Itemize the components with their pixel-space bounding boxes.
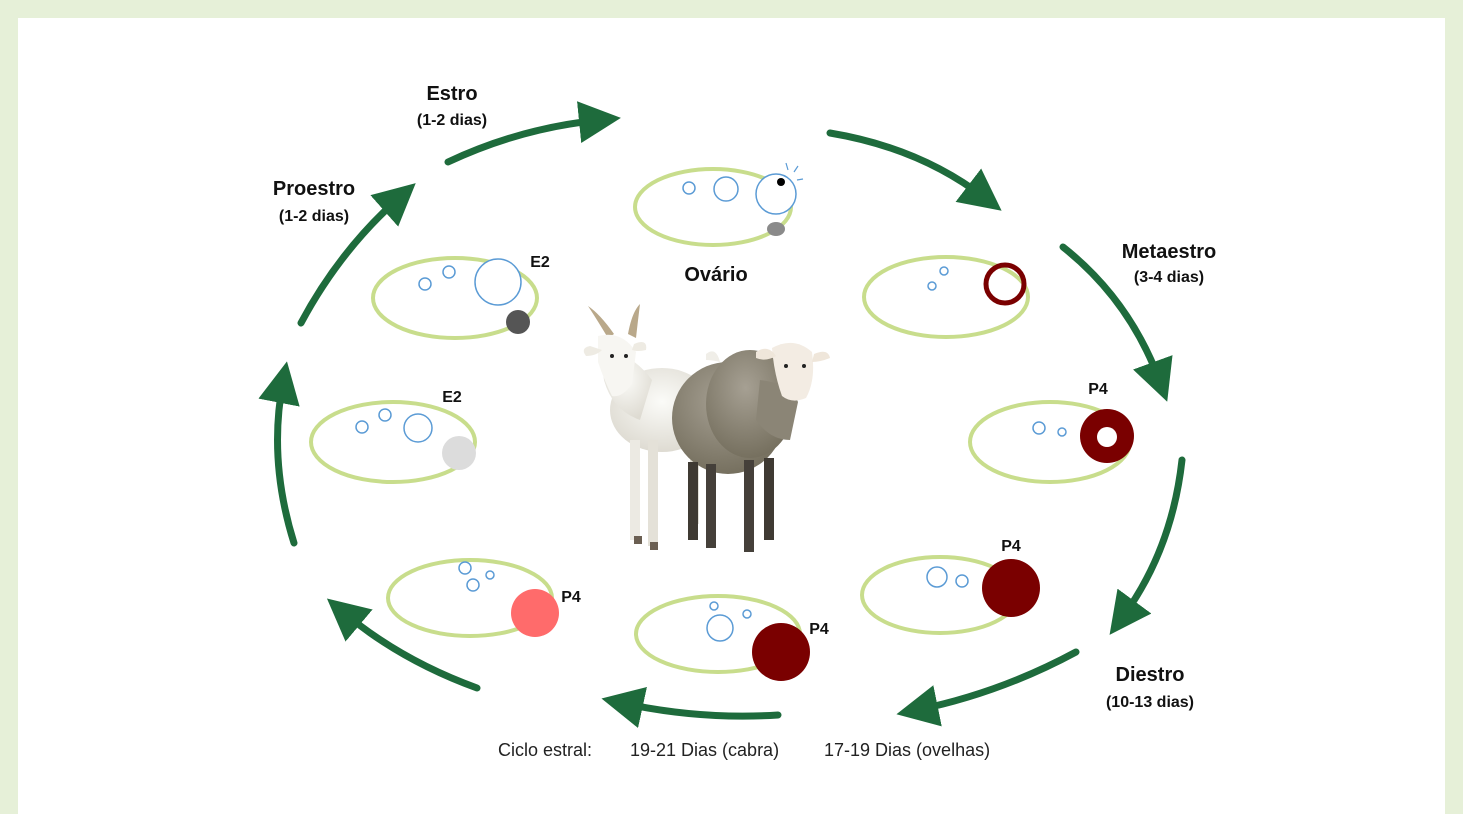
stage-estro-name: Estro bbox=[426, 83, 477, 105]
ovary-right-low bbox=[862, 557, 1040, 633]
stage-diestro-days: (10-13 dias) bbox=[1106, 694, 1194, 711]
footer-label: Ciclo estral: bbox=[498, 740, 592, 760]
ovary-metaestro bbox=[864, 257, 1028, 337]
arrow-to-metaestro bbox=[830, 133, 985, 198]
hormone-p4-left: P4 bbox=[561, 589, 581, 606]
hormone-p4-right-low: P4 bbox=[1001, 538, 1021, 555]
center-label-ovario: Ovário bbox=[684, 264, 747, 286]
hormone-e2-lower: E2 bbox=[442, 389, 462, 406]
ovary-bottom bbox=[636, 596, 810, 681]
ovary-luteolysis bbox=[388, 560, 559, 637]
stage-diestro-name: Diestro bbox=[1116, 664, 1185, 686]
arrow-diestro-2 bbox=[917, 652, 1076, 710]
ovary-left-e2 bbox=[311, 402, 476, 482]
ovary-proestro bbox=[373, 258, 537, 338]
footer-goat-days: 19-21 Dias (cabra) bbox=[630, 740, 779, 760]
stage-estro-days: (1-2 dias) bbox=[417, 112, 487, 129]
stage-proestro-name: Proestro bbox=[273, 178, 355, 200]
stage-metaestro-days: (3-4 dias) bbox=[1134, 269, 1204, 286]
stage-metaestro-name: Metaestro bbox=[1122, 241, 1216, 263]
hormone-p4-right-mid: P4 bbox=[1088, 381, 1108, 398]
arrow-bottom bbox=[622, 703, 778, 716]
arrow-left bbox=[278, 382, 294, 543]
arrow-diestro-1 bbox=[1122, 460, 1182, 618]
footer-sheep-days: 17-19 Dias (ovelhas) bbox=[824, 740, 990, 760]
sheep-image bbox=[672, 343, 830, 552]
ovary-right-mid bbox=[970, 402, 1134, 482]
hormone-p4-bottom: P4 bbox=[809, 621, 829, 638]
hormone-e2-upper: E2 bbox=[530, 254, 550, 271]
ovary-ovulation bbox=[635, 163, 803, 245]
stage-proestro-days: (1-2 dias) bbox=[279, 208, 349, 225]
arrow-metaestro bbox=[1063, 247, 1160, 382]
